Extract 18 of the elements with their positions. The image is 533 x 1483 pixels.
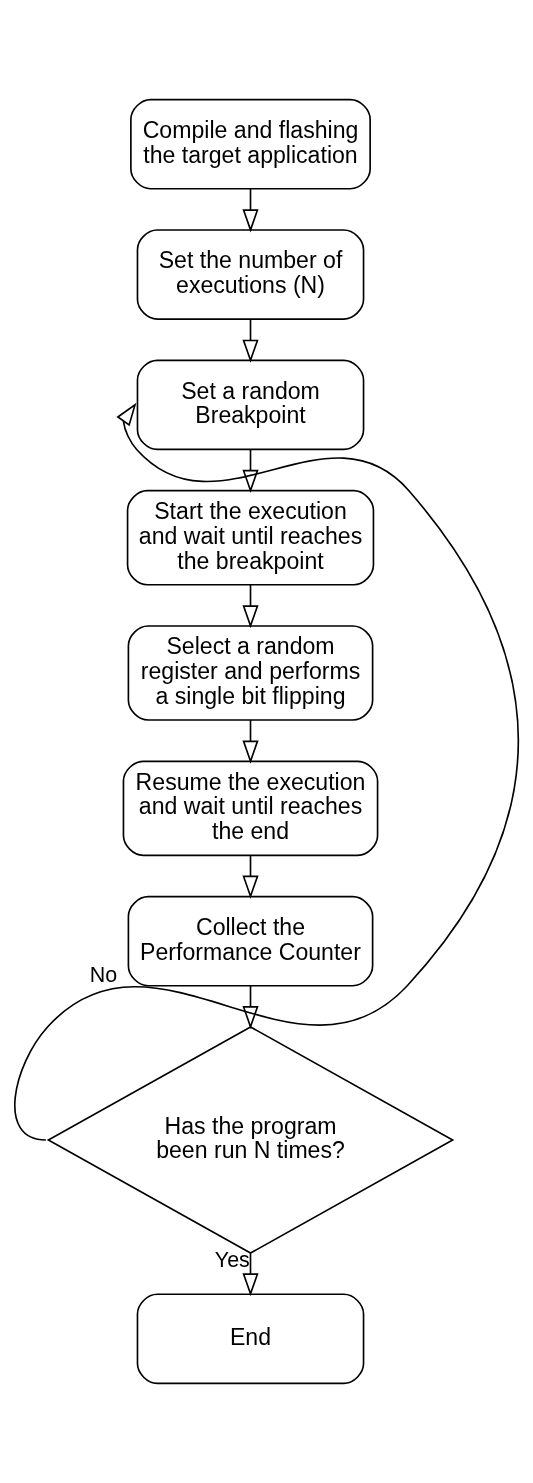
edge-label: No — [89, 962, 118, 987]
arrow — [242, 719, 259, 764]
arrow — [242, 1252, 259, 1297]
arrow — [242, 855, 259, 899]
arrow — [242, 448, 259, 493]
arrow — [242, 188, 259, 233]
arrow — [242, 583, 259, 629]
arrow — [242, 318, 259, 363]
node-box: Start the execution and wait until reaches the breakpoint — [126, 489, 375, 586]
node-box: Resume the execution and wait until reaches the end — [122, 760, 379, 857]
node-box: Compile and flashing the target application — [130, 98, 371, 190]
node-box: End — [136, 1293, 365, 1385]
arrow — [242, 984, 259, 1030]
node-box: Select a random register and performs a single bit flipping — [127, 625, 374, 721]
arrow — [14, 402, 520, 1141]
node-box: Set a random Breakpoint — [136, 359, 365, 451]
node-box: Collect the Performance Counter — [127, 895, 374, 987]
node-box: Set the number of executions (N) — [136, 229, 365, 320]
